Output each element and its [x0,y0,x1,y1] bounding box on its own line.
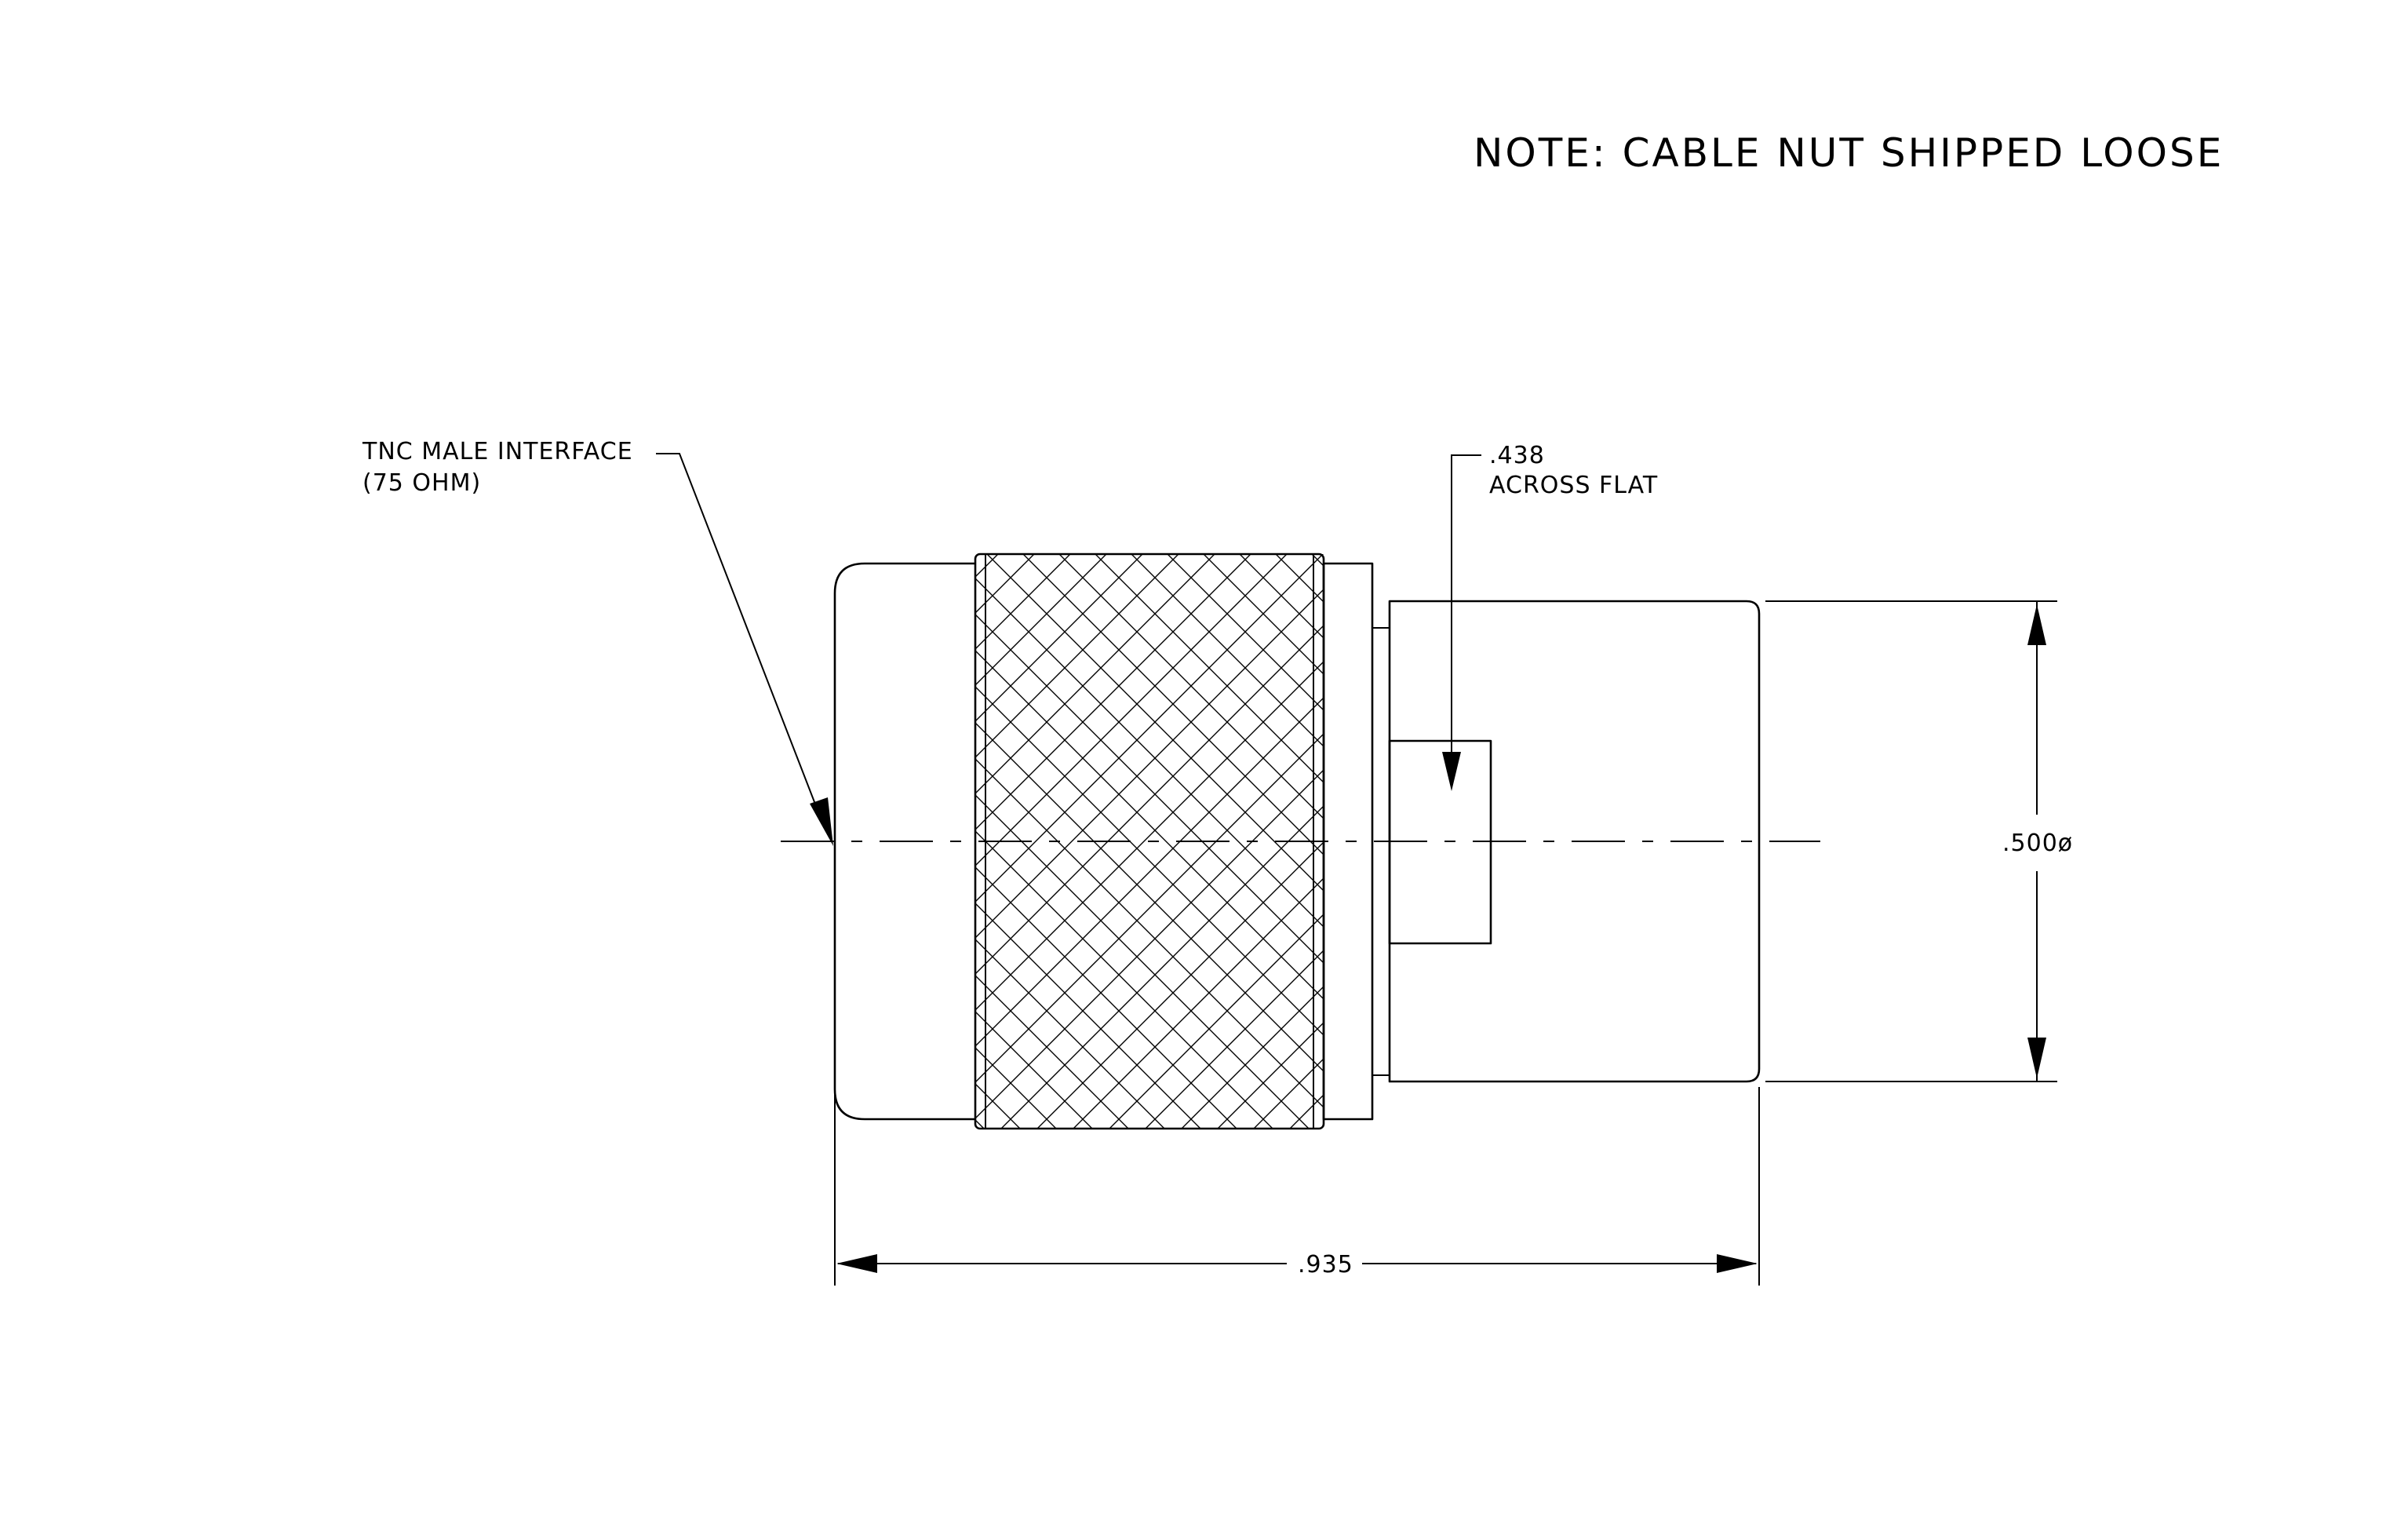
flat-text-label: ACROSS FLAT [1489,472,1658,499]
interface-leader [656,453,821,817]
length-label: .935 [1298,1251,1353,1278]
interface-label-line2: (75 OHM) [362,469,481,497]
diameter-dimension: .500ø [1765,600,2073,1082]
note-text: NOTE: CABLE NUT SHIPPED LOOSE [1474,130,2224,176]
across-flat-callout: .438 ACROSS FLAT [1442,442,1658,791]
interface-arrowhead [810,797,833,846]
flat-leader [1451,454,1481,753]
interface-label-line1: TNC MALE INTERFACE [362,438,633,465]
diameter-label: .500ø [2002,830,2073,857]
connector-nose [833,562,975,1121]
interface-callout: TNC MALE INTERFACE (75 OHM) [362,438,833,846]
length-dimension: .935 [834,844,1760,1286]
flat-arrowhead [1442,752,1461,791]
flat-value-label: .438 [1489,442,1545,469]
